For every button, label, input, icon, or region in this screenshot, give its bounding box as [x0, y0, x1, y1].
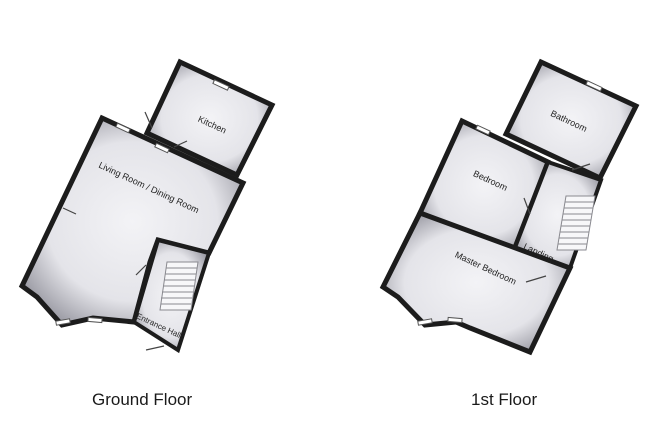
ground-stairs [159, 261, 199, 311]
first-stairs [556, 195, 596, 251]
first-windows [417, 80, 603, 326]
ground-floor-plan: Kitchen Living Room / Dining Room Entran… [18, 58, 276, 354]
ground-floor-title: Ground Floor [92, 390, 193, 409]
first-floor-title: 1st Floor [471, 390, 538, 409]
first-doors [523, 163, 591, 283]
ground-windows [55, 79, 230, 326]
kitchen-room [143, 58, 276, 179]
ground-doors [62, 111, 188, 351]
first-floor-plan: Bathroom Bedroom Landing Master Bedroom [379, 58, 640, 356]
